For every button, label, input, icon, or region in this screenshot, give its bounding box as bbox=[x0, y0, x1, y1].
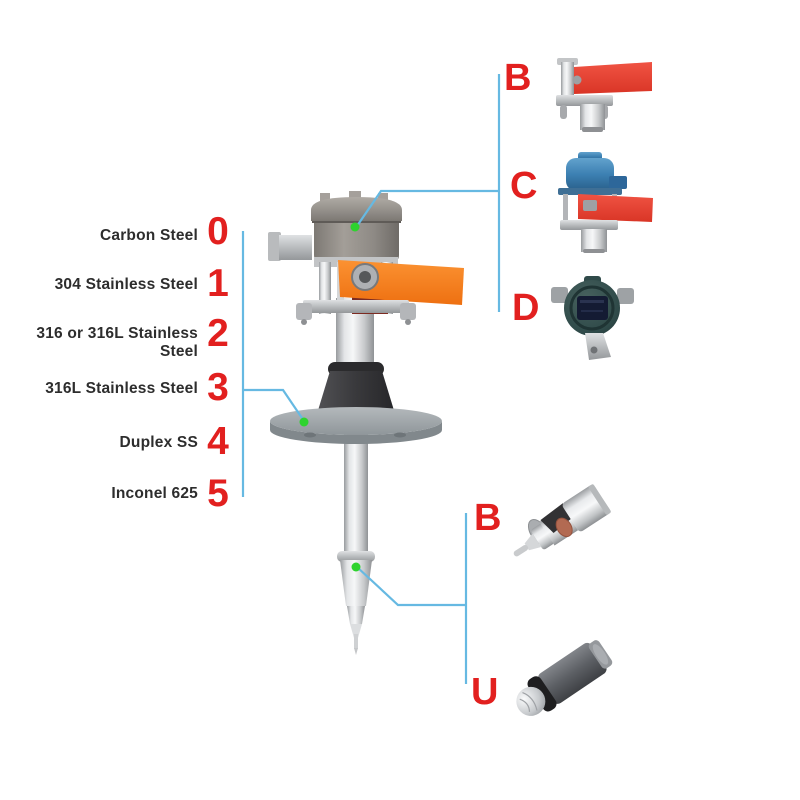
material-code-3: 3 bbox=[207, 366, 229, 409]
housing-option-letter-b: B bbox=[504, 57, 532, 99]
green-marker-flange bbox=[299, 417, 309, 427]
material-label-inconel: Inconel 625 bbox=[111, 485, 198, 502]
marker-dots bbox=[299, 222, 361, 572]
flange-callout-line bbox=[243, 388, 305, 422]
green-marker-housing bbox=[350, 222, 360, 232]
probe-u-ball-image bbox=[516, 640, 613, 716]
material-label-304ss: 304 Stainless Steel bbox=[54, 276, 198, 293]
option-c-housing-image bbox=[558, 152, 653, 253]
material-code-1: 1 bbox=[207, 262, 229, 305]
probe-b-cutaway-image bbox=[513, 484, 611, 557]
option-b-housing-image bbox=[556, 58, 652, 132]
housing-callout-line bbox=[356, 189, 499, 227]
probe-callout-line bbox=[356, 566, 466, 607]
probe-option-letter-u: U bbox=[471, 671, 499, 713]
insulator-cone bbox=[316, 371, 396, 417]
material-code-0: 0 bbox=[207, 210, 229, 253]
callout-lines bbox=[241, 74, 501, 684]
material-code-5: 5 bbox=[207, 472, 229, 515]
housing-option-letter-c: C bbox=[510, 165, 538, 207]
material-label-316ss: 316 or 316L Stainless Steel bbox=[36, 325, 198, 360]
material-label-duplex: Duplex SS bbox=[119, 434, 198, 451]
material-label-316lss: 316L Stainless Steel bbox=[45, 380, 198, 397]
option-d-housing-image bbox=[551, 276, 634, 360]
probe-option-letter-b: B bbox=[474, 497, 502, 539]
material-code-4: 4 bbox=[207, 420, 229, 463]
probe-tip bbox=[337, 551, 375, 655]
material-label-carbon-steel: Carbon Steel bbox=[99, 227, 198, 244]
main-product-image bbox=[268, 191, 464, 655]
housing-option-letter-d: D bbox=[512, 287, 540, 329]
process-flange bbox=[270, 407, 442, 444]
green-marker-probe bbox=[351, 562, 361, 572]
material-code-2: 2 bbox=[207, 312, 229, 355]
